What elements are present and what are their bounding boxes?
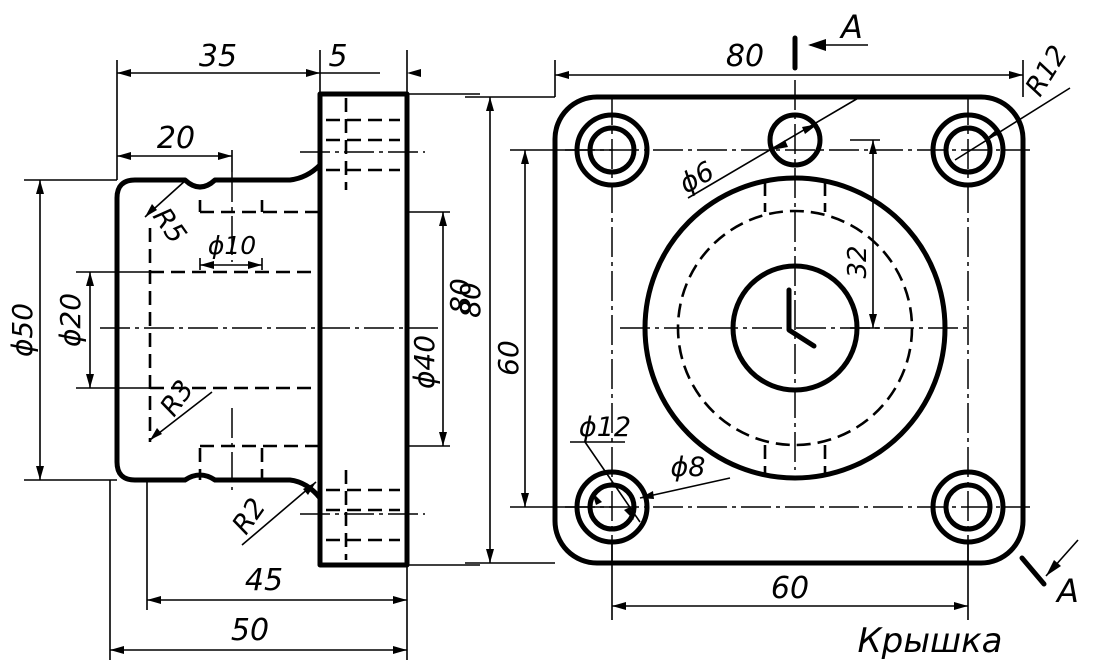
arrow xyxy=(248,261,262,269)
arrow xyxy=(117,69,131,77)
dim-phi50: ϕ50 xyxy=(6,303,39,357)
arrow xyxy=(150,428,162,440)
arrow xyxy=(145,204,157,217)
arrow xyxy=(407,69,421,77)
dim-phi40: ϕ40 xyxy=(408,335,441,389)
section-label-bottom: А xyxy=(1055,572,1079,610)
dim-80-left: 80 xyxy=(454,282,487,318)
arrow xyxy=(439,432,447,446)
arrow xyxy=(772,140,788,150)
arrow xyxy=(802,124,818,134)
arrow xyxy=(987,128,1002,138)
section-label-top: А xyxy=(839,8,863,46)
arrow xyxy=(1009,71,1023,79)
dim-phi12: ϕ12 xyxy=(579,412,631,443)
arrow xyxy=(86,272,94,286)
arrow xyxy=(110,646,124,654)
dim-r12: R12 xyxy=(1020,40,1074,101)
arrow xyxy=(624,507,634,520)
dim-5: 5 xyxy=(328,39,347,74)
front-dimension-lines xyxy=(489,74,1071,607)
front-center-lines xyxy=(565,80,1030,565)
dim-phi10: ϕ10 xyxy=(208,231,256,260)
drawing-title: Крышка xyxy=(857,621,1002,661)
arrow xyxy=(117,152,131,160)
plate-outline xyxy=(552,94,1026,566)
arrow xyxy=(612,602,626,610)
arrow xyxy=(306,69,320,77)
arrow xyxy=(86,374,94,388)
section-mark-bottom: А xyxy=(1019,539,1079,610)
arrow xyxy=(439,212,447,226)
dim-phi20: ϕ20 xyxy=(54,293,87,347)
arrow xyxy=(393,596,407,604)
dim-r3: R3 xyxy=(154,375,200,422)
arrow xyxy=(147,596,161,604)
arrow xyxy=(486,549,494,563)
arrow xyxy=(640,491,654,499)
side-center-lines xyxy=(100,151,440,515)
arrow xyxy=(592,492,602,505)
arrow xyxy=(36,466,44,480)
section-mark-top: А xyxy=(792,8,868,71)
dim-35: 35 xyxy=(199,39,237,74)
arrow xyxy=(486,97,494,111)
arrow xyxy=(521,493,529,507)
dim-60-bottom: 60 xyxy=(771,571,809,606)
arrow xyxy=(303,482,316,495)
hidden-bore-lines xyxy=(148,98,400,560)
arrow xyxy=(954,602,968,610)
dim-45: 45 xyxy=(245,563,283,598)
arrow xyxy=(521,150,529,164)
arrow xyxy=(869,314,877,328)
dim-phi6: ϕ6 xyxy=(674,156,720,200)
arrow xyxy=(200,261,214,269)
dim-phi8: ϕ8 xyxy=(671,452,706,483)
dim-80-side: 80 xyxy=(444,278,477,314)
arrow xyxy=(869,140,877,154)
side-dimension-lines xyxy=(39,72,444,651)
side-view-outline xyxy=(114,91,410,568)
arrow xyxy=(218,152,232,160)
dim-50: 50 xyxy=(231,613,269,648)
side-view: 35 5 20 R5 ϕ10 ϕ50 ϕ20 R3 ϕ40 80 R2 45 5… xyxy=(6,39,480,660)
front-extension-lines xyxy=(465,60,1024,620)
dim-20: 20 xyxy=(157,121,195,156)
dim-32: 32 xyxy=(843,245,873,278)
dim-60-left: 60 xyxy=(492,340,525,376)
side-extension-lines xyxy=(24,50,480,660)
dim-80-top: 80 xyxy=(726,39,764,74)
dim-r2: R2 xyxy=(226,493,272,540)
arrow xyxy=(36,180,44,194)
front-view: А А 80 R12 ϕ6 32 60 80 ϕ12 ϕ8 60 xyxy=(454,8,1079,620)
bore-key-mark xyxy=(786,287,817,349)
arrow xyxy=(555,71,569,79)
arrow xyxy=(393,646,407,654)
